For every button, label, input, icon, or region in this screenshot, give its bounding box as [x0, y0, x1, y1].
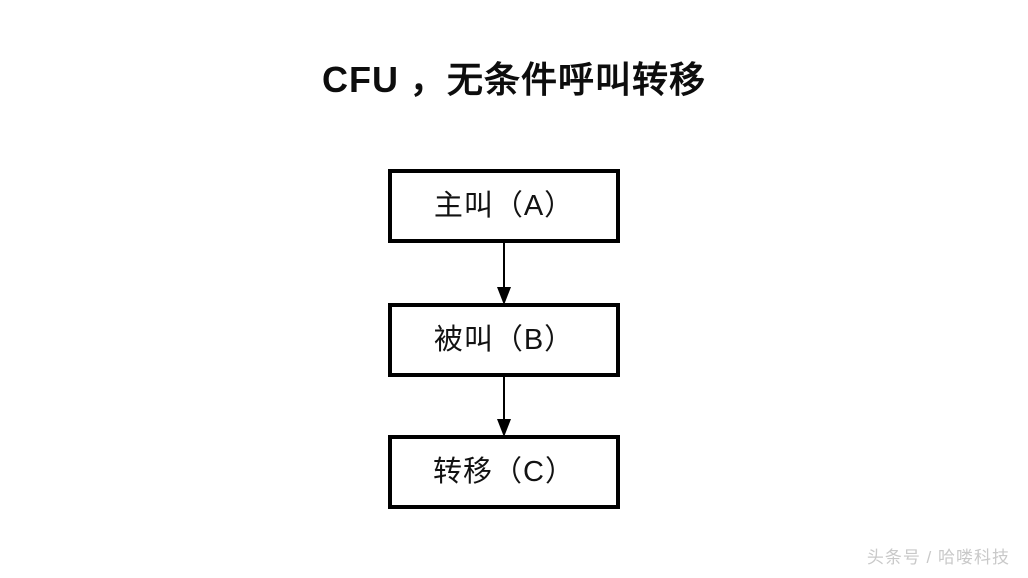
- flow-node-callee[interactable]: 被叫（B）: [388, 303, 620, 377]
- flow-arrow-a-to-b: [388, 241, 620, 305]
- flow-node-label: 主叫（A）: [433, 189, 575, 222]
- flow-arrow-b-to-c: [388, 375, 620, 437]
- watermark-text: 头条号 / 哈喽科技: [866, 548, 1010, 567]
- flow-node-label: 被叫（B）: [433, 323, 575, 356]
- flowchart: 主叫（A） 被叫（B） 转移（C）: [388, 169, 620, 509]
- flow-node-label: 转移（C）: [433, 455, 575, 488]
- flow-node-forward[interactable]: 转移（C）: [388, 435, 620, 509]
- page-title: CFU ，无条件呼叫转移: [322, 59, 706, 100]
- flow-node-caller[interactable]: 主叫（A）: [388, 169, 620, 243]
